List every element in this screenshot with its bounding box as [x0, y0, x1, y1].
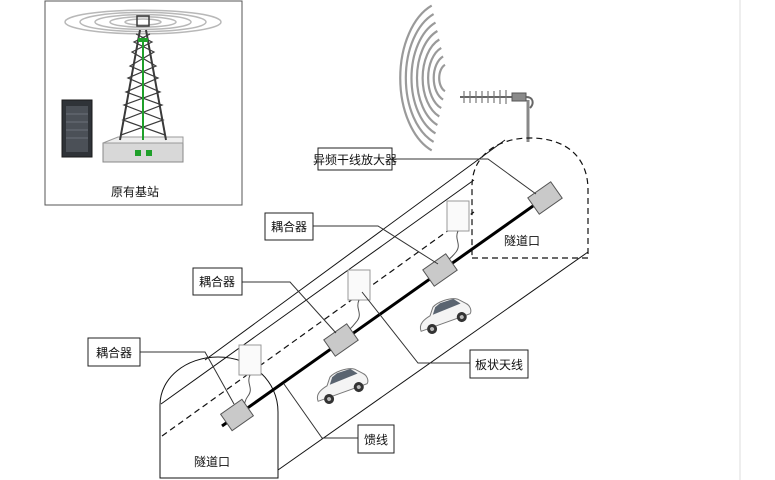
- base-station-panel: 原有基站: [44, 0, 243, 206]
- tunnel-entrance-left-label: 隧道口: [194, 454, 230, 469]
- coupler-1-label-box: 耦合器: [264, 212, 314, 241]
- tower-signal-ring: [109, 16, 177, 28]
- tunnel-entrance-right-arch: [471, 137, 589, 259]
- base-station-label: 原有基站: [111, 185, 159, 199]
- feeder-cable: [221, 192, 551, 428]
- platform-green-marker: [135, 150, 141, 156]
- coupler-3-label: 耦合器: [96, 345, 132, 360]
- feeder-label-box: 馈线: [357, 424, 395, 454]
- panel-antenna-callout-line: [361, 291, 470, 364]
- panel-antenna: [345, 269, 371, 332]
- radio-wave: [399, 4, 433, 152]
- amplifier-device: [527, 181, 563, 215]
- radio-wave: [438, 63, 446, 93]
- tower-signal-rings: [64, 9, 222, 35]
- feeder-callout-line: [283, 383, 358, 439]
- coupler-1-callout-line: [313, 225, 439, 265]
- panel-antenna-label: 板状天线: [475, 358, 523, 372]
- coupler-device: [219, 398, 255, 432]
- tunnel-entrance-right-label: 隧道口: [504, 233, 540, 248]
- coupler-3-callout-line: [140, 351, 235, 405]
- panel-antenna: [238, 344, 262, 407]
- coupler-3-label-box: 耦合器: [87, 337, 141, 367]
- tower-signal-ring: [64, 9, 222, 35]
- server-rack-icon: [61, 99, 93, 158]
- car-icon: [316, 368, 369, 405]
- coupler-2-label: 耦合器: [199, 274, 235, 289]
- coupler-2-callout-line: [242, 281, 337, 334]
- coupler-2-label-box: 耦合器: [192, 267, 243, 296]
- radio-wave: [404, 13, 435, 143]
- amplifier-label: 异频干线放大器: [313, 152, 397, 167]
- tunnel-floor-line: [277, 251, 589, 471]
- coupler-1-label: 耦合器: [271, 219, 307, 234]
- radio-wave: [410, 21, 437, 135]
- amplifier-callout-line: [392, 158, 537, 195]
- radio-wave: [427, 46, 442, 110]
- tunnel-inner-dashed-line: [161, 211, 475, 437]
- callout-lines: [140, 158, 537, 439]
- tower-signal-ring: [79, 11, 207, 33]
- radio-waves: [399, 4, 446, 152]
- panel-antennas: [238, 200, 470, 407]
- lattice-tower-icon: [119, 15, 167, 141]
- tunnel-entrance-left-arch: [159, 356, 279, 479]
- car-icon: [419, 298, 472, 335]
- tower-signal-ring: [94, 13, 192, 31]
- tower-signal-ring: [124, 18, 162, 26]
- feeder-label: 馈线: [364, 433, 388, 447]
- platform-green-marker: [146, 150, 152, 156]
- yagi-antenna-icon: [460, 90, 534, 109]
- panel-antenna-label-box: 板状天线: [469, 349, 529, 379]
- radio-wave: [432, 55, 444, 101]
- panel-antenna: [444, 200, 470, 262]
- tower-platform: [102, 136, 184, 163]
- line-devices: [219, 181, 563, 432]
- radio-wave: [415, 30, 438, 126]
- tunnel-roof-line: [204, 139, 506, 361]
- amplifier-label-box: 异频干线放大器: [313, 147, 397, 171]
- radio-wave: [421, 38, 440, 118]
